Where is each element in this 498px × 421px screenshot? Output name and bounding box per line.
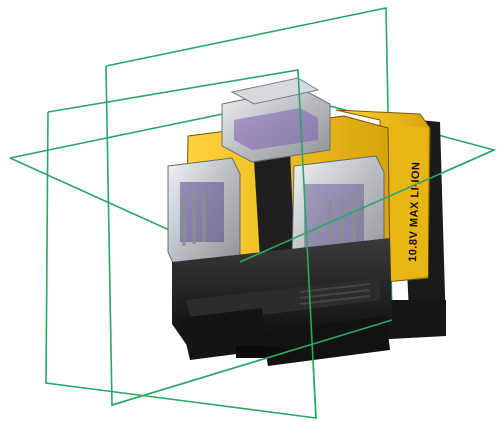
laser-lines-foreground bbox=[111, 69, 495, 419]
laser-level-body: 10.8V MAX LI-ION bbox=[167, 77, 446, 366]
top-laser-window bbox=[221, 77, 331, 163]
left-laser-window bbox=[167, 157, 241, 271]
